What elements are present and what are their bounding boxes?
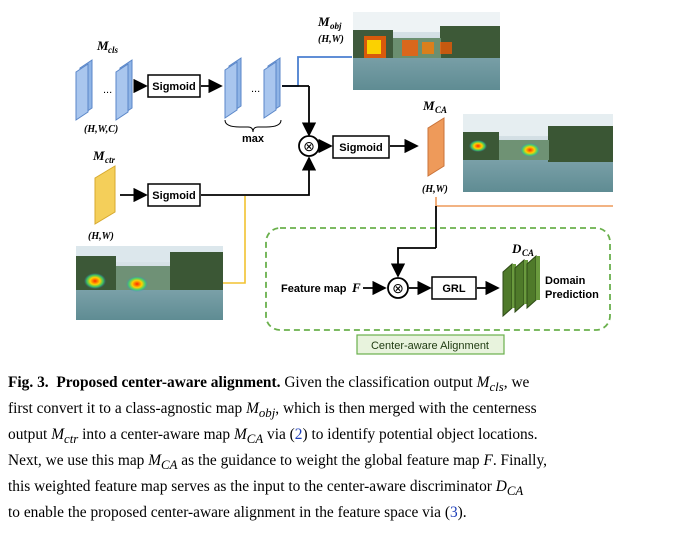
sigmoid-label-1: Sigmoid: [152, 81, 195, 93]
sigmoid-label-3: Sigmoid: [339, 142, 382, 154]
architecture-diagram: M cls ... (H,W,C) Sigmoid ... max M obj …: [75, 12, 613, 355]
svg-text:M: M: [92, 148, 105, 163]
sigmoid-box-1: [147, 74, 201, 98]
group-label: Center-aware Alignment: [371, 340, 489, 352]
max-label: max: [242, 133, 265, 145]
equation-ref-2[interactable]: 2: [294, 426, 303, 444]
svg-text:cls: cls: [108, 45, 118, 55]
m-cls-feature-maps: ...: [75, 59, 133, 121]
feature-map-label: Feature map: [281, 283, 347, 295]
svg-text:obj: obj: [330, 21, 342, 31]
caption-line-3: output Mctr into a center-aware map MCA …: [8, 426, 538, 447]
svg-text:CA: CA: [522, 248, 534, 258]
multiply-symbol-1: ⊗: [303, 138, 315, 154]
d-ca-label: D CA: [511, 241, 534, 258]
m-obj-heatmap-image: [353, 12, 500, 90]
figure-title: Proposed center-aware alignment.: [56, 374, 281, 391]
feature-map-var: F: [351, 280, 361, 295]
svg-text:M: M: [422, 98, 435, 113]
m-ca-dims: (H,W): [422, 184, 448, 195]
multiply-symbol-2: ⊗: [392, 280, 404, 296]
yellow-connector: [223, 196, 246, 284]
m-obj-label: M obj (H,W): [317, 14, 344, 45]
group-label-box: [356, 334, 505, 355]
equation-ref-3[interactable]: 3: [449, 504, 458, 522]
caption-line-4: Next, we use this map MCA as the guidanc…: [8, 452, 547, 473]
domain-label-line2: Prediction: [545, 289, 599, 301]
domain-label-line1: Domain: [545, 275, 586, 287]
orange-connector: [435, 197, 613, 207]
svg-text:ctr: ctr: [105, 155, 115, 165]
caption-line-1: Fig. 3. Proposed center-aware alignment.…: [8, 374, 530, 395]
m-cls-dots: ...: [103, 84, 112, 96]
grl-label: GRL: [442, 283, 466, 295]
svg-text:M: M: [317, 14, 330, 29]
figure-caption: Fig. 3. Proposed center-aware alignment.…: [8, 372, 684, 523]
svg-text:(H,W): (H,W): [318, 34, 344, 45]
caption-line-2: first convert it to a class-agnostic map…: [8, 400, 537, 421]
d-ca-discriminator-blocks: [502, 254, 540, 318]
grl-box: [431, 276, 477, 300]
m-ca-map: [427, 117, 445, 177]
m-ctr-label: M ctr: [92, 148, 115, 165]
m-ca-label: M CA: [422, 98, 447, 115]
multiply-node-2: [387, 277, 409, 299]
sigmoid-box-3: [332, 135, 390, 159]
center-aware-alignment-group: [265, 227, 611, 331]
m-ctr-map: [94, 165, 116, 225]
svg-text:D: D: [511, 241, 522, 256]
sigmoid-label-2: Sigmoid: [152, 190, 195, 202]
sigmoid-box-2: [147, 183, 201, 207]
svg-text:...: ...: [251, 83, 260, 95]
sigmoid-output-maps: ...: [224, 57, 281, 119]
svg-text:CA: CA: [435, 105, 447, 115]
svg-text:M: M: [96, 38, 109, 53]
blue-connector: [282, 56, 352, 87]
caption-line-6: to enable the proposed center-aware alig…: [8, 504, 467, 522]
m-ctr-dims: (H,W): [88, 231, 114, 242]
m-ctr-heatmap-image: [76, 246, 223, 320]
caption-line-5: this weighted feature map serves as the …: [8, 478, 524, 499]
m-cls-label: M cls: [96, 38, 118, 55]
figure-number: Fig. 3.: [8, 374, 49, 391]
m-cls-dims: (H,W,C): [84, 124, 118, 135]
m-ca-heatmap-image: [463, 114, 613, 192]
